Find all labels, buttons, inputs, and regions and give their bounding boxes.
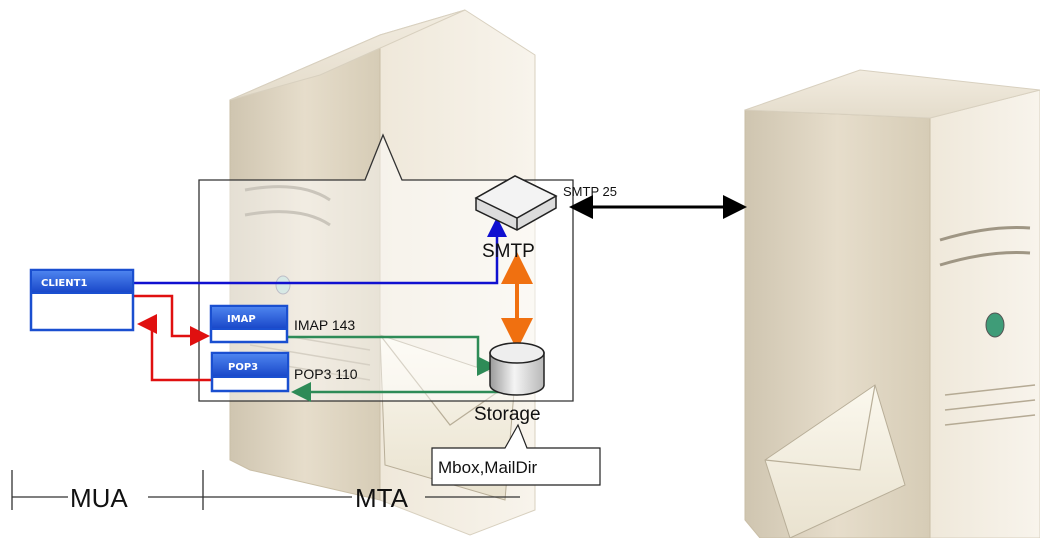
smtp-port-label: SMTP 25 <box>563 184 617 199</box>
client-imap-arrow <box>134 294 210 346</box>
pop3-box-label: POP3 <box>228 362 258 373</box>
client1-widget <box>29 268 135 332</box>
client-smtp-arrow <box>134 217 507 285</box>
imap-widget <box>209 304 289 344</box>
imap-box-label: IMAP <box>227 314 256 325</box>
layer-scale <box>11 470 520 510</box>
storage-label: Storage <box>474 404 541 425</box>
envelope-icon <box>764 384 906 538</box>
storage-format-callout <box>431 423 601 486</box>
router-icon <box>474 175 558 231</box>
mua-label: MUA <box>70 483 128 513</box>
imap-storage-arrow <box>287 335 497 376</box>
imap-port-label: IMAP 143 <box>294 317 355 333</box>
client1-label: CLIENT1 <box>41 278 87 289</box>
pop3-widget <box>210 351 290 393</box>
pop3-port-label: POP3 110 <box>294 366 358 382</box>
pop3-client-arrow <box>137 314 212 382</box>
mta-label: MTA <box>355 483 409 513</box>
smtp-node-label: SMTP <box>482 241 535 262</box>
storage-format-label: Mbox,MailDir <box>438 458 538 477</box>
database-icon <box>489 342 545 396</box>
